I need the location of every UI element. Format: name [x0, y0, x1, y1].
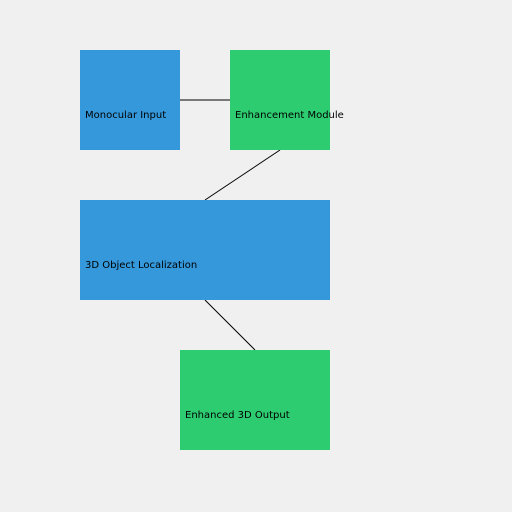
monocular-input-node: Monocular Input	[80, 50, 180, 150]
monocular-input-label: Monocular Input	[85, 110, 167, 121]
connector-localization-to-output	[204, 299, 256, 351]
enhancement-module-node: Enhancement Module	[230, 50, 344, 150]
enhanced-3d-output-label: Enhanced 3D Output	[185, 410, 290, 421]
enhancement-module-label: Enhancement Module	[235, 110, 344, 121]
3d-object-localization-label: 3D Object Localization	[85, 260, 198, 271]
enhanced-3d-output-node: Enhanced 3D Output	[180, 350, 330, 450]
connector-enhancement-to-localization	[204, 149, 281, 201]
3d-object-localization-node: 3D Object Localization	[80, 200, 330, 300]
